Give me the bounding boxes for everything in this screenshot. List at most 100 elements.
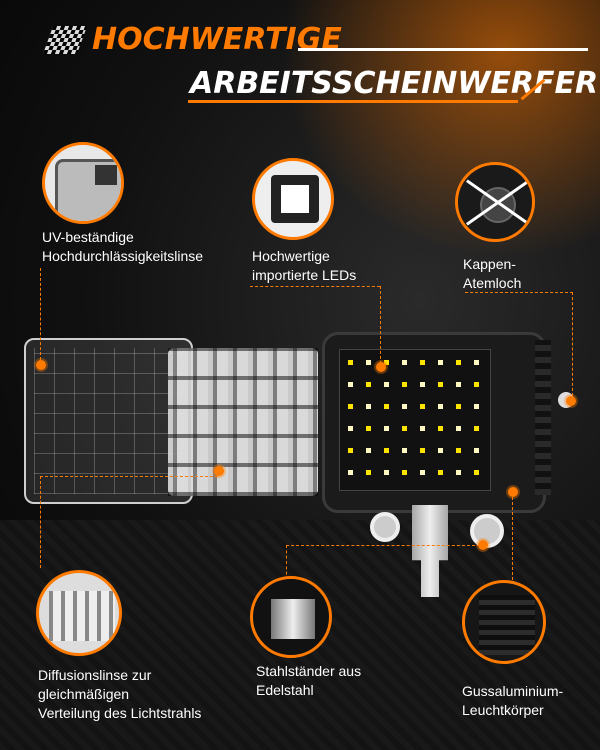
feature-text: Edelstahl [256,682,314,698]
led-chip [420,470,425,475]
mount-bolt [370,512,400,542]
light-housing [322,332,546,513]
diffusion-lens [168,348,318,496]
led-chip [420,382,425,387]
led-chip [438,426,443,431]
marker-dot [376,362,386,372]
led-chip [366,404,371,409]
led-chip [474,382,479,387]
feature-text: Hochdurchlässigkeitslinse [42,248,204,264]
title-line-2: ARBEITSSCHEINWERFER [190,66,599,101]
led-chip [348,426,353,431]
diffusion-detail-image [36,570,122,656]
led-chip [420,404,425,409]
connector-line [40,476,218,477]
lens-detail-image [42,142,124,224]
feature-label-body: Gussaluminium- Leuchtkörper [462,682,563,720]
led-chip [402,404,407,409]
led-chip [402,470,407,475]
feature-text: gleichmäßigen [38,686,130,702]
feature-text: Diffusionslinse zur [38,667,152,683]
marker-dot [478,540,488,550]
led-chip [438,448,443,453]
connector-line [465,292,573,293]
stand-detail-image [250,576,332,658]
title-underline-white [298,48,588,51]
led-chip [456,382,461,387]
led-chip [474,426,479,431]
body-detail-image [462,580,546,664]
background-glow [280,0,600,260]
led-chip [366,448,371,453]
marker-dot [36,360,46,370]
led-chip [366,470,371,475]
marker-dot [566,396,576,406]
feature-text: Stahlständer aus [256,663,362,679]
connector-line [40,476,41,568]
led-chip [438,360,443,365]
led-chip [402,448,407,453]
led-chip [348,382,353,387]
led-chip [384,382,389,387]
led-detail-image [252,158,334,240]
feature-text: UV-beständige [42,229,134,245]
led-chip [366,426,371,431]
led-chip [384,404,389,409]
feature-text: Hochwertige [252,248,330,264]
led-chip [420,448,425,453]
connector-line [380,286,381,364]
led-chip [348,404,353,409]
feature-text: Verteilung des Lichtstrahls [38,705,202,721]
marker-dot [508,487,518,497]
connector-line [512,492,513,580]
led-chip [384,360,389,365]
title-underline-orange [188,100,518,103]
led-chip [474,360,479,365]
led-chip [438,470,443,475]
feature-label-diffusion: Diffusionslinse zur gleichmäßigen Vertei… [38,666,201,723]
feature-label-cap: Kappen- Atemloch [463,255,521,293]
led-chip [474,448,479,453]
led-chip [456,448,461,453]
led-chip [420,426,425,431]
led-chip [366,382,371,387]
led-chip [402,426,407,431]
feature-label-leds: Hochwertige importierte LEDs [252,247,356,285]
led-chip [438,404,443,409]
led-chip [474,404,479,409]
led-chip [420,360,425,365]
feature-text: Kappen- [463,256,516,272]
led-chip [474,470,479,475]
led-chip [456,360,461,365]
checkered-flag-icon [42,26,88,54]
led-chip [384,426,389,431]
led-chip [438,382,443,387]
led-chip [384,470,389,475]
feature-text: Gussaluminium- [462,683,564,699]
connector-line [250,286,380,287]
feature-text: Leuchtkörper [462,702,544,718]
led-chip [348,470,353,475]
cooling-fins [535,340,551,495]
marker-dot [214,466,224,476]
led-chip [348,448,353,453]
connector-line [40,268,41,360]
connector-line [572,292,573,396]
feature-text: Atemloch [463,275,522,291]
cap-detail-image [455,162,535,242]
led-chip [366,360,371,365]
connector-line [286,545,287,580]
led-chip [456,470,461,475]
led-chip [402,382,407,387]
feature-label-lens: UV-beständige Hochdurchlässigkeitslinse [42,228,203,266]
led-chip [348,360,353,365]
led-chip [384,448,389,453]
feature-text: importierte LEDs [252,267,357,283]
led-chip [456,404,461,409]
led-chip [402,360,407,365]
feature-label-stand: Stahlständer aus Edelstahl [256,662,361,700]
connector-line [286,545,480,546]
title-line-1: HOCHWERTIGE [92,22,342,57]
led-chip [456,426,461,431]
